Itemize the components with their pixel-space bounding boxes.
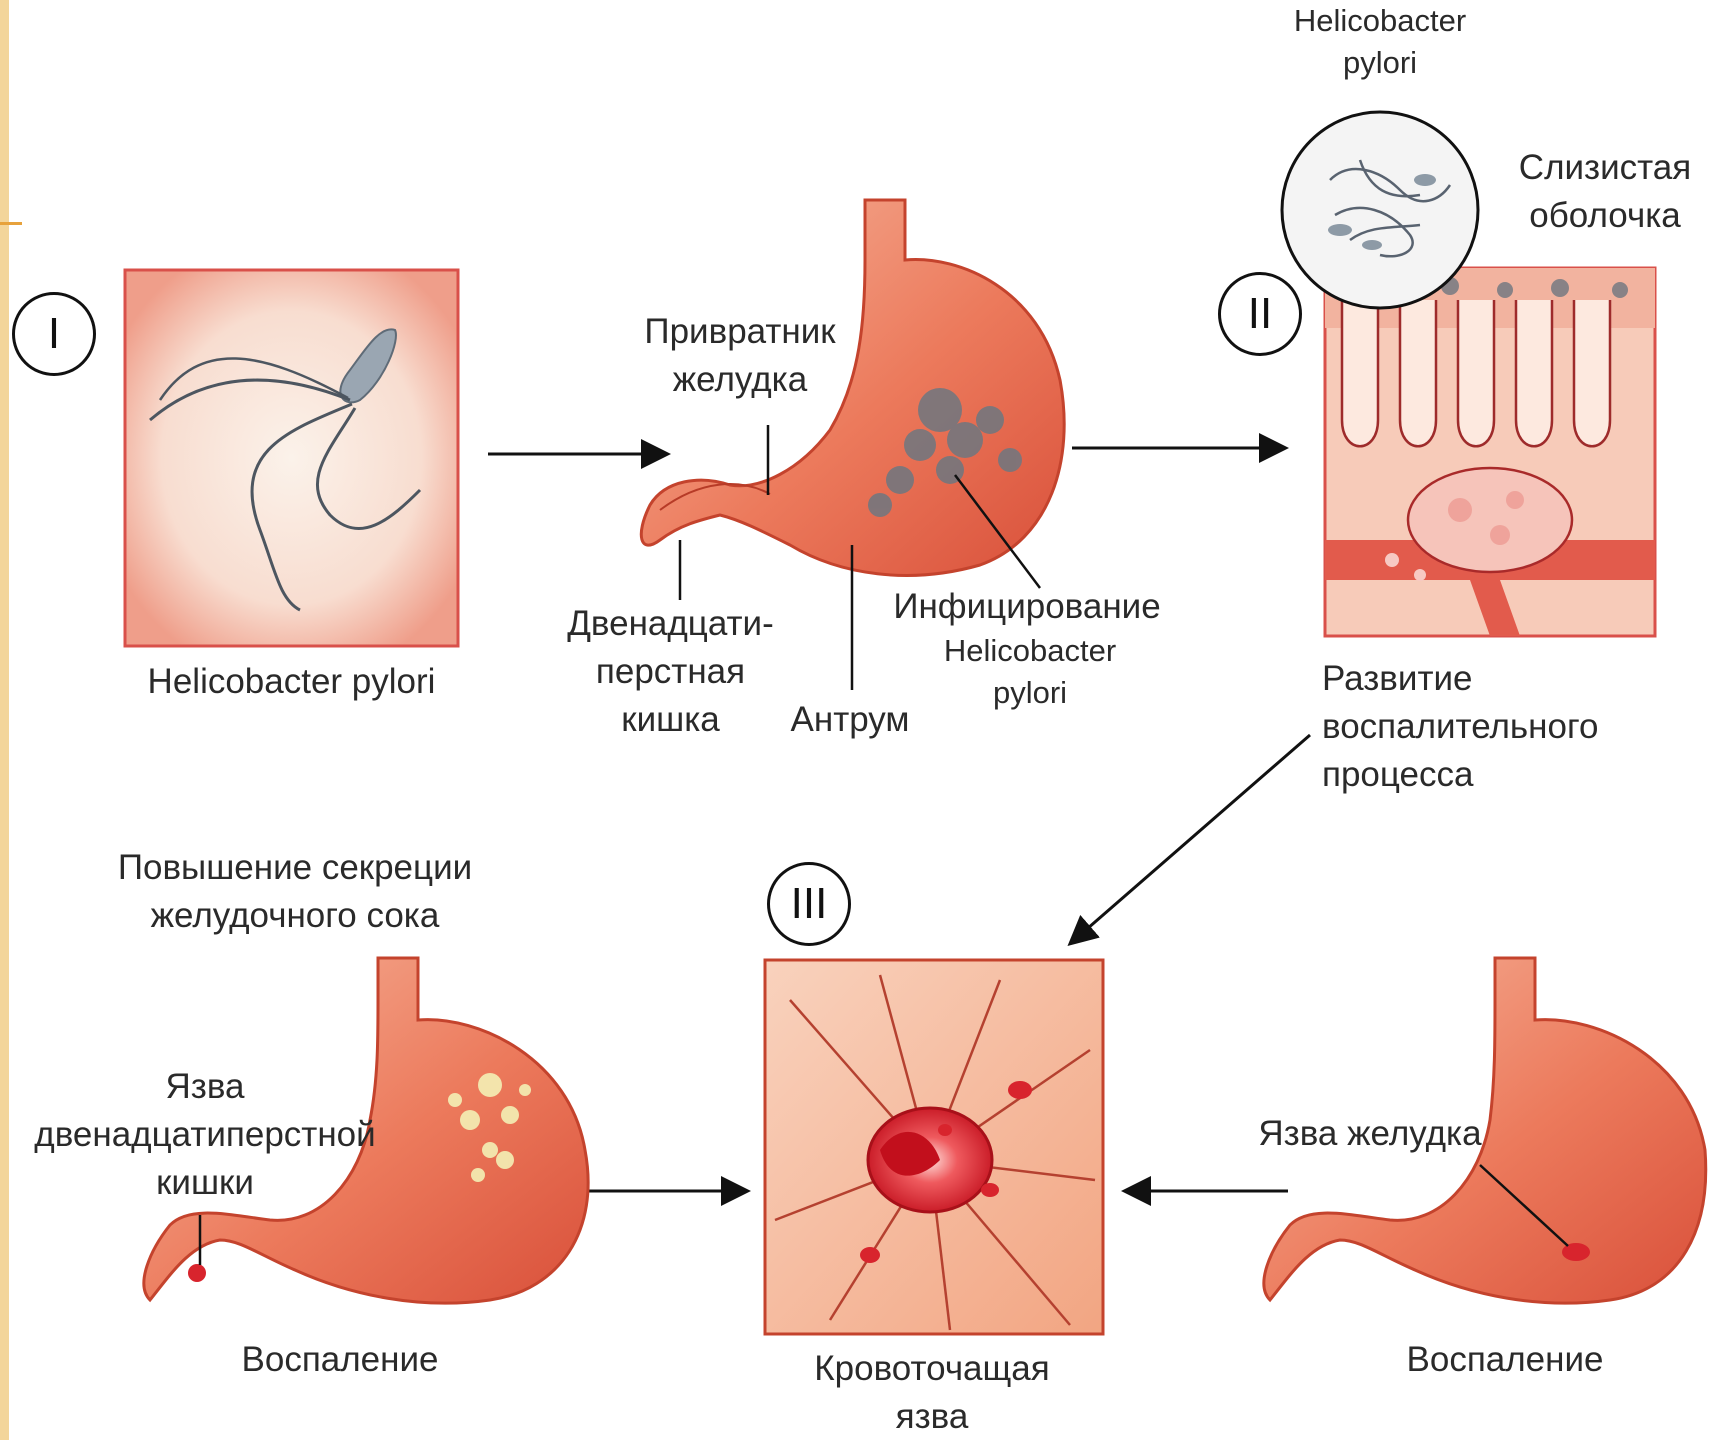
magnifier-bacteria [1282, 112, 1478, 308]
right-inflammation-caption: Воспаление [1385, 1336, 1625, 1384]
infection-subtitle: Helicobacter pylori [925, 630, 1135, 714]
infection-title: Инфицирование [872, 583, 1182, 631]
stage-one-label: I [48, 309, 60, 359]
stage-marker-two: II [1218, 272, 1302, 356]
mucosa-label: Слизистая оболочка [1500, 144, 1710, 240]
stage-two-label: II [1248, 289, 1272, 339]
duodenum-label: Двенадцати- перстная кишка [548, 600, 793, 744]
secretion-label: Повышение секреции желудочного сока [85, 844, 505, 940]
pylorus-label: Привратник желудка [630, 308, 850, 404]
gastric-ulcer-label: Язва желудка [1240, 1110, 1500, 1158]
magnifier-label: Helicobacter pylori [1270, 0, 1490, 84]
antrum-label: Антрум [775, 696, 925, 744]
duodenal-ulcer-label: Язва двенадцатиперстной кишки [10, 1063, 400, 1207]
panel-bacterium [125, 270, 458, 646]
panel-mucosa [1325, 268, 1655, 636]
left-inflammation-caption: Воспаление [220, 1336, 460, 1384]
panel-bleeding-ulcer [765, 960, 1103, 1334]
stage-three-label: III [791, 879, 828, 929]
panel1-caption: Helicobacter pylori [125, 658, 458, 706]
stage-marker-three: III [767, 862, 851, 946]
inflammation-development-caption: Развитие воспалительного процесса [1322, 655, 1662, 799]
bleeding-ulcer-caption: Кровоточащая язва [782, 1345, 1082, 1441]
stage-marker-one: I [12, 292, 96, 376]
